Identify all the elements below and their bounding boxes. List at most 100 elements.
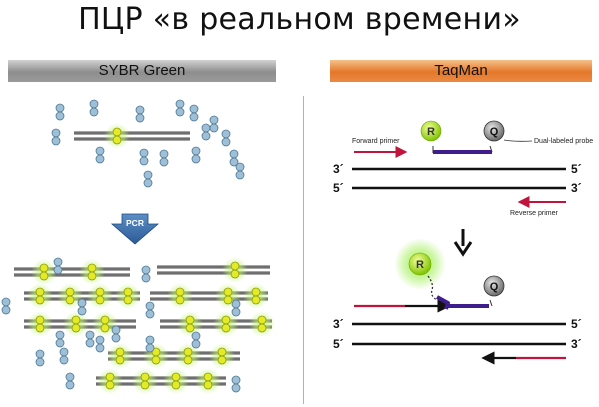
probe-label: Dual-labeled probe <box>534 138 593 145</box>
bound-dye-molecule <box>63 311 89 337</box>
free-dye-molecule <box>65 372 75 390</box>
free-dye-molecule <box>209 115 219 133</box>
pcr-label: PCR <box>126 218 144 228</box>
bound-dye-molecule <box>249 311 275 337</box>
sybr-before-pcr <box>51 99 245 188</box>
reporter-dye-icon <box>420 120 442 142</box>
bound-dye-molecule <box>132 368 158 394</box>
strand-bottom-left-end: 5´ <box>333 181 344 195</box>
bound-dye-molecule <box>175 343 201 369</box>
after-bottom-left-end: 5´ <box>333 337 344 351</box>
after-bottom-right-end: 3´ <box>571 337 582 351</box>
free-dye-molecule <box>141 265 151 283</box>
strand-bottom-right-end: 3´ <box>571 181 582 195</box>
free-dye-molecule <box>139 148 149 166</box>
free-dye-molecule <box>77 298 87 316</box>
free-dye-molecule <box>201 123 211 141</box>
strand-top-left-end: 3´ <box>333 162 344 176</box>
quencher-linker <box>489 145 493 153</box>
free-dye-molecule <box>1 297 11 315</box>
free-dye-group-after <box>1 257 241 393</box>
bound-dye-molecule <box>209 343 235 369</box>
bound-dye-molecule <box>79 259 105 285</box>
bound-dye-molecule <box>163 368 189 394</box>
after-top-left-end: 3´ <box>333 317 344 331</box>
free-dye-molecule <box>59 347 69 365</box>
pcr-arrow: PCR <box>110 213 160 245</box>
quencher-dye-after-icon <box>483 275 505 297</box>
free-dye-molecule <box>231 375 241 393</box>
bound-dye-molecule <box>243 283 269 309</box>
released-reporter-icon <box>408 252 432 276</box>
free-dye-molecule <box>189 104 199 122</box>
down-arrow-icon <box>453 229 473 257</box>
free-dye-molecule <box>229 149 239 167</box>
dna-duplex-initial <box>74 123 190 149</box>
reporter-letter: R <box>427 126 435 138</box>
strand-top-right-end: 5´ <box>571 162 582 176</box>
dna-duplex <box>107 343 240 369</box>
free-dye-molecule <box>235 162 245 180</box>
displaced-probe-fragment <box>436 295 450 310</box>
free-dye-molecule <box>35 349 45 367</box>
free-dye-molecule <box>145 335 155 353</box>
free-dye-molecule <box>159 149 169 167</box>
bound-dye-molecule <box>177 311 203 337</box>
bound-dye-molecule <box>97 368 123 394</box>
quencher-dye-icon <box>483 120 505 142</box>
panel-divider <box>303 96 304 404</box>
reverse-primer-label: Reverse primer <box>510 210 559 217</box>
free-dye-molecule <box>191 331 201 349</box>
after-top-right-end: 5´ <box>571 317 582 331</box>
sybr-after-pcr <box>1 257 275 394</box>
bound-dye-molecule <box>57 283 83 309</box>
free-dye-molecule <box>95 335 105 353</box>
free-dye-molecule <box>221 129 231 147</box>
taqman-annealing-stage: Forward primer R Q Dual-labeled probe 3´… <box>333 120 593 217</box>
free-dye-molecule <box>95 146 105 164</box>
free-dye-molecule <box>85 330 95 348</box>
cleaved-linker <box>427 275 438 301</box>
bound-dye-molecule <box>222 257 248 283</box>
dna-duplex <box>157 257 270 283</box>
dna-duplex <box>160 311 275 337</box>
bound-dye-molecule <box>104 123 130 149</box>
bound-dye-molecule <box>87 283 113 309</box>
free-dye-molecule <box>191 146 201 164</box>
slide-title: ПЦР «в реальном времени» <box>78 2 521 37</box>
taqman-cleavage-stage: R Q 3´ 5´ 5´ 3´ <box>333 238 582 365</box>
dna-duplex <box>150 283 269 309</box>
free-dye-molecule <box>55 330 65 348</box>
free-dye-molecule <box>55 103 65 121</box>
bound-dye-molecule <box>27 311 53 337</box>
taqman-header: TaqMan <box>330 60 592 82</box>
dna-duplex <box>74 123 190 149</box>
dna-duplex <box>14 259 130 285</box>
free-dye-molecule <box>143 170 153 188</box>
quencher-letter-after: Q <box>490 281 499 293</box>
free-dye-molecule <box>53 257 63 275</box>
quencher-linker-after <box>489 299 493 307</box>
dna-duplex <box>96 368 226 394</box>
free-dye-molecule <box>111 325 121 343</box>
bound-dye-molecule <box>195 368 221 394</box>
bound-dye-molecule <box>167 283 193 309</box>
bound-dye-molecule <box>107 343 133 369</box>
bound-dye-molecule <box>115 283 141 309</box>
bound-dye-molecule <box>213 311 239 337</box>
bound-dye-molecule <box>27 283 53 309</box>
free-dye-group <box>51 99 245 188</box>
free-dye-molecule <box>135 105 145 123</box>
free-dye-molecule <box>89 99 99 117</box>
free-dye-molecule <box>175 99 185 117</box>
released-reporter-letter: R <box>416 259 424 271</box>
bound-dye-molecule <box>31 259 57 285</box>
sybr-green-header: SYBR Green <box>8 60 276 82</box>
free-dye-molecule <box>231 299 241 317</box>
quencher-letter: Q <box>490 126 499 138</box>
free-dye-molecule <box>51 128 61 146</box>
probe-label-leader <box>503 139 533 142</box>
free-dye-molecule <box>145 301 155 319</box>
forward-primer-label: Forward primer <box>352 138 400 145</box>
